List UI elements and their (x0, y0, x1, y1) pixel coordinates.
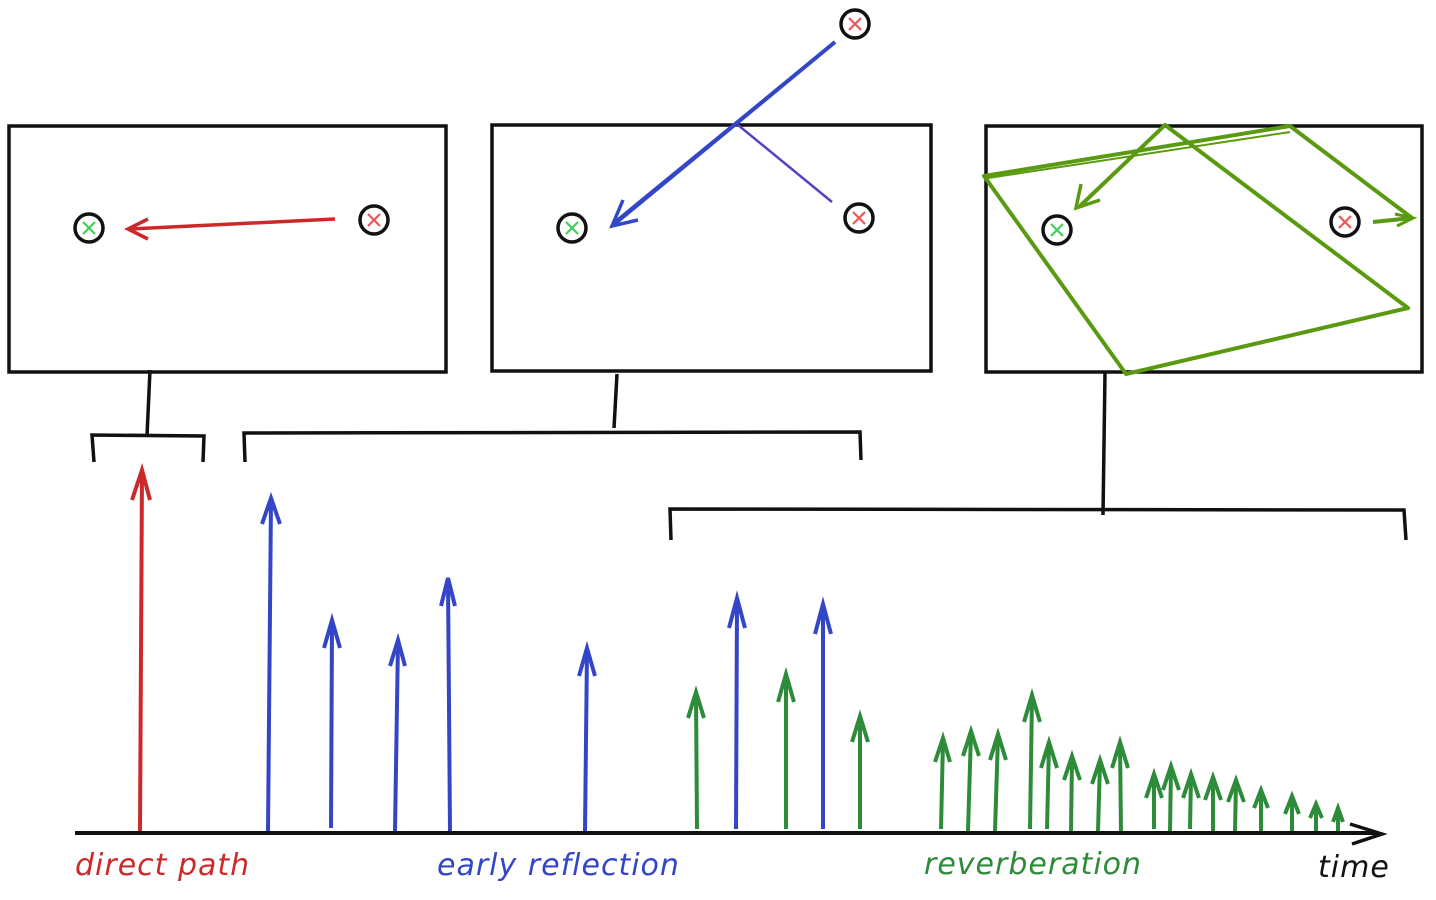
impulse-reverb-3 (850, 709, 870, 829)
impulse-early-7 (813, 596, 833, 829)
impulse-direct (130, 463, 152, 832)
reverb-path (982, 123, 1414, 376)
impulse-early-5 (577, 640, 597, 832)
direct-path-arrow (129, 217, 336, 231)
impulse-reverb-18 (1283, 790, 1301, 831)
panel-early-reflection (490, 8, 933, 373)
connector-3 (1101, 372, 1107, 516)
bracket-early (242, 430, 863, 463)
impulse-early-1 (260, 491, 282, 832)
panel-direct-path (7, 124, 448, 374)
impulse-reverb-14 (1181, 767, 1201, 830)
impulse-reverb-8 (1039, 735, 1059, 830)
source-circle-x-icon (843, 202, 875, 234)
panel-reverberation (982, 123, 1424, 376)
impulse-reverb-13 (1161, 759, 1181, 832)
bracket-reverb (668, 507, 1408, 541)
source-circle-x-icon (1329, 206, 1361, 238)
reflection-path-out-2 (613, 45, 830, 223)
impulse-reverb-16 (1226, 774, 1246, 832)
source-circle-x-icon (358, 204, 390, 236)
impulse-reverb-2 (776, 666, 796, 829)
room-box-1 (7, 124, 448, 374)
impulse-reverb-12 (1144, 767, 1164, 829)
impulse-reverb-9 (1062, 749, 1082, 832)
connector-1 (145, 369, 152, 437)
impulse-reverb-5 (961, 724, 981, 832)
direct-path-arrowhead (124, 217, 149, 241)
bracket-direct (90, 433, 206, 463)
reflection-arrowhead (609, 199, 639, 229)
reflection-path-in (737, 124, 833, 203)
listener-circle-x-icon (1041, 214, 1073, 246)
impulse-early-4 (439, 577, 457, 832)
impulse-reverb-1 (686, 685, 706, 830)
impulse-early-2 (322, 612, 342, 829)
impulse-reverb-10 (1090, 753, 1110, 832)
label-direct-path: direct path (75, 848, 250, 883)
impulses-early (260, 491, 833, 832)
impulse-reverb-17 (1252, 784, 1270, 831)
label-reverberation: reverberation (924, 847, 1142, 882)
impulse-reverb-20 (1331, 802, 1345, 831)
time-axis-arrowhead (1349, 822, 1388, 846)
image-source-circle-x-icon (839, 8, 871, 40)
impulse-reverb-7 (1022, 687, 1042, 830)
reverb-source-tick (1394, 212, 1418, 228)
impulse-early-6 (727, 590, 747, 830)
listener-circle-x-icon (73, 212, 105, 244)
impulse-reverb-19 (1308, 798, 1324, 831)
connector-2 (612, 373, 619, 429)
impulse-response-plot: direct path early reflection reverberati… (75, 463, 1390, 885)
reverb-path-2 (987, 131, 1291, 179)
label-time: time (1318, 850, 1390, 885)
listener-circle-x-icon (556, 212, 588, 244)
brackets (90, 369, 1408, 541)
impulses-reverb (686, 666, 1345, 832)
impulse-early-3 (388, 632, 407, 832)
room-box-3 (984, 124, 1424, 374)
impulse-reverb-11 (1110, 735, 1130, 832)
impulse-reverb-4 (933, 731, 952, 830)
impulse-reverb-6 (988, 727, 1008, 832)
label-early-reflection: early reflection (437, 848, 680, 883)
reverb-arrowhead (1073, 183, 1101, 211)
impulse-reverb-15 (1203, 770, 1223, 831)
room-box-2 (490, 123, 933, 373)
